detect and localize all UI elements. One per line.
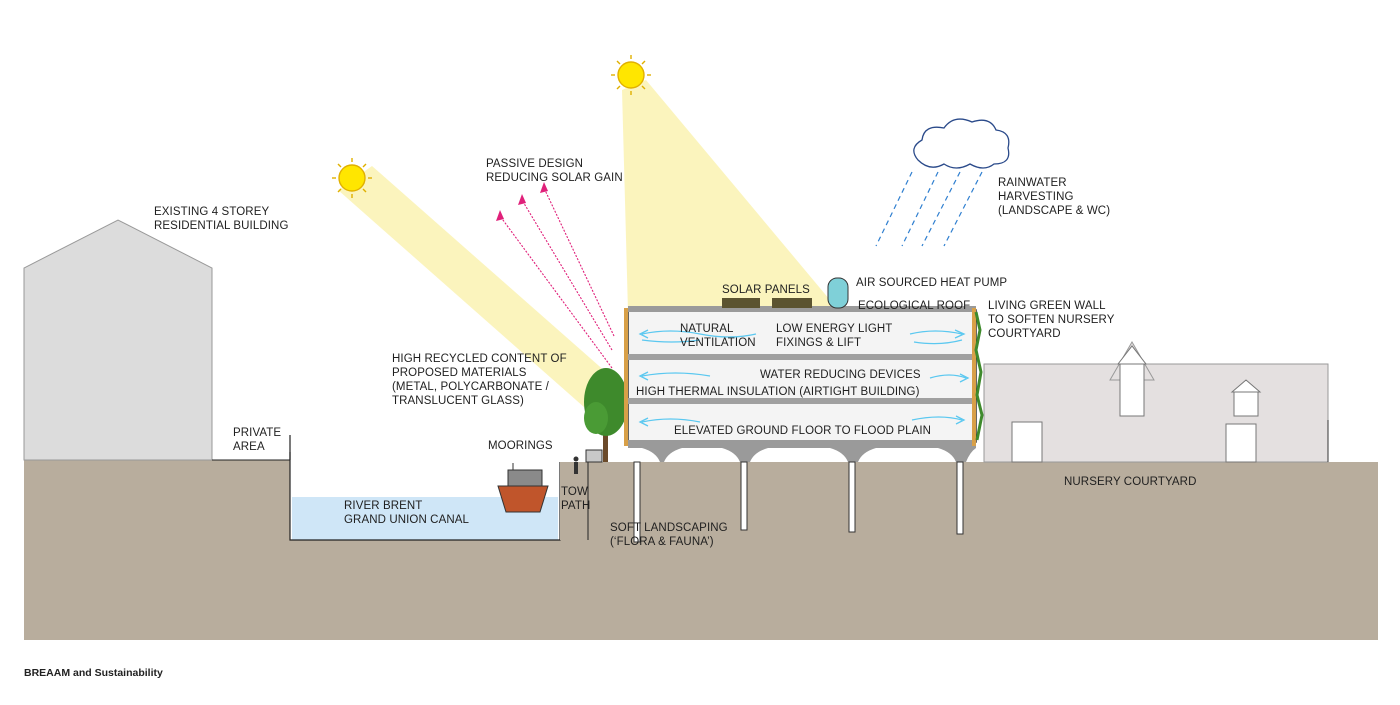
label-recycled: HIGH RECYCLED CONTENT OF PROPOSED MATERI… xyxy=(392,353,567,407)
arrow-head xyxy=(518,194,526,205)
nursery-building xyxy=(983,341,1329,463)
tow-path-bank xyxy=(560,462,590,540)
label-soft-landscaping: SOFT LANDSCAPING (‘FLORA & FAUNA’) xyxy=(610,522,728,548)
label-heat-pump: AIR SOURCED HEAT PUMP xyxy=(856,277,1008,289)
label-natural-ventilation: NATURAL VENTILATION xyxy=(680,323,756,349)
label-thermal-insulation: HIGH THERMAL INSULATION (AIRTIGHT BUILDI… xyxy=(636,386,920,398)
ground xyxy=(24,460,1378,640)
solar-panel xyxy=(772,298,812,308)
arrow-head xyxy=(496,210,504,221)
sun-icon xyxy=(611,55,651,95)
ventilation-arrows xyxy=(638,329,970,427)
rain-cloud xyxy=(913,118,1010,169)
top-sunbeam xyxy=(622,80,840,312)
building-piles xyxy=(633,461,964,543)
existing-residential-building xyxy=(23,219,213,461)
planter xyxy=(585,449,603,463)
label-private-area: PRIVATE AREA xyxy=(233,427,282,453)
air-source-heat-pump xyxy=(827,277,849,309)
label-living-wall: LIVING GREEN WALL TO SOFTEN NURSERY COUR… xyxy=(988,300,1115,340)
label-water-reducing: WATER REDUCING DEVICES xyxy=(760,369,921,381)
label-nursery-courtyard: NURSERY COURTYARD xyxy=(1064,476,1197,488)
arrow-head xyxy=(540,182,548,193)
moored-boat xyxy=(497,463,549,513)
label-solar-panels: SOLAR PANELS xyxy=(722,284,810,296)
label-passive-design: PASSIVE DESIGN REDUCING SOLAR GAIN xyxy=(486,158,623,184)
label-rainwater: RAINWATER HARVESTING (LANDSCAPE & WC) xyxy=(998,177,1111,217)
label-river: RIVER BRENT GRAND UNION CANAL xyxy=(344,500,470,526)
left-sunbeam xyxy=(338,166,632,430)
tree xyxy=(584,368,628,462)
sun-icon xyxy=(332,158,372,198)
person-figure xyxy=(573,456,579,474)
label-elevated-floor: ELEVATED GROUND FLOOR TO FLOOD PLAIN xyxy=(674,425,932,437)
reflected-solar-arrows xyxy=(499,187,615,369)
label-existing-building: EXISTING 4 STOREY RESIDENTIAL BUILDING xyxy=(154,206,289,232)
label-ecological-roof: ECOLOGICAL ROOF xyxy=(858,300,971,312)
label-tow-path: TOW PATH xyxy=(561,486,591,512)
label-low-energy: LOW ENERGY LIGHT FIXINGS & LIFT xyxy=(776,323,893,349)
solar-panel xyxy=(722,298,760,308)
rain-lines xyxy=(875,171,983,247)
footer-title: BREAAM and Sustainability xyxy=(24,667,163,679)
label-moorings: MOORINGS xyxy=(488,440,553,452)
